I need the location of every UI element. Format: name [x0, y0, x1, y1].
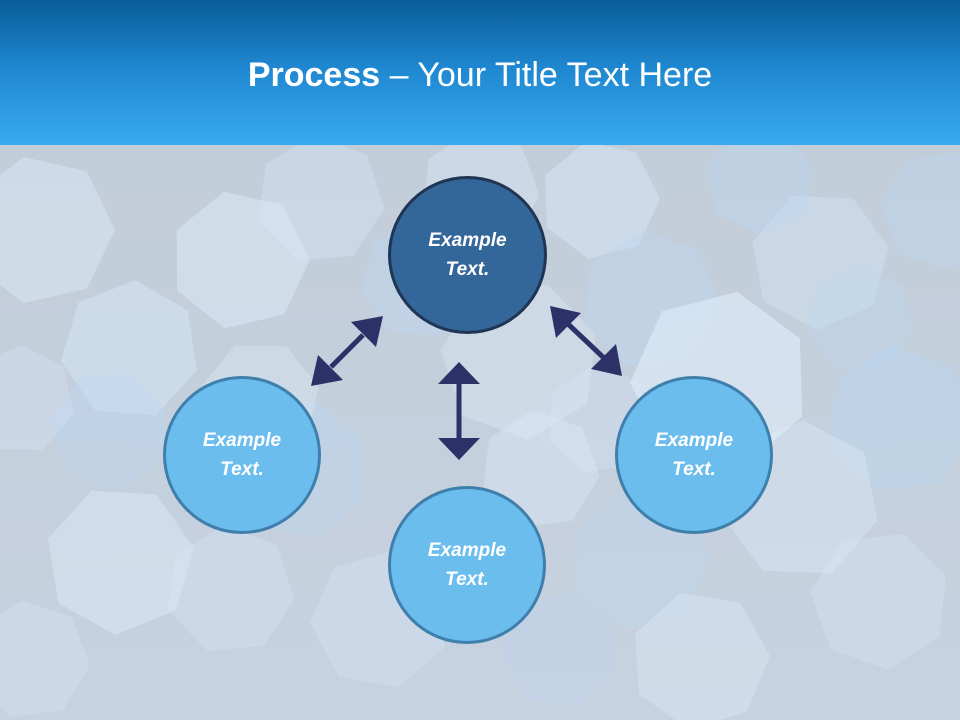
title-bold: Process — [247, 56, 381, 94]
bokeh-hexagon — [0, 345, 74, 450]
process-node-top: Example Text. — [388, 176, 547, 334]
bokeh-hexagon — [60, 280, 197, 416]
bokeh-hexagon — [545, 141, 660, 259]
bokeh-hexagon — [829, 345, 960, 491]
bokeh-hexagon — [500, 590, 616, 708]
double-arrow-top-right — [550, 306, 622, 376]
bokeh-hexagon — [0, 600, 90, 718]
bokeh-hexagon — [168, 525, 295, 651]
title-rest: – Your Title Text Here — [380, 56, 713, 94]
bokeh-hexagon — [752, 195, 889, 330]
double-arrow-top-left — [311, 316, 383, 386]
node-top-label: Example Text. — [428, 230, 507, 280]
process-node-right: Example Text. — [615, 376, 773, 534]
bokeh-hexagon — [806, 265, 914, 370]
header-band: Process – Your Title Text Here — [0, 0, 960, 145]
bokeh-hexagon — [50, 374, 168, 490]
bokeh-hexagon — [48, 490, 194, 635]
slide-title: Process – Your Title Text Here — [0, 52, 960, 98]
bokeh-hexagon — [258, 135, 385, 261]
bokeh-hexagon — [0, 156, 115, 304]
bokeh-hexagon — [176, 191, 310, 329]
process-node-bottom: Example Text. — [388, 486, 546, 644]
node-left-label: Example Text. — [202, 430, 282, 480]
bokeh-hexagon — [635, 592, 770, 720]
node-right-label: Example Text. — [654, 430, 734, 480]
bokeh-hexagon — [706, 129, 814, 235]
bokeh-hexagon — [810, 533, 946, 670]
bokeh-hexagon — [483, 410, 600, 527]
node-bottom-label: Example Text. — [427, 540, 507, 590]
bokeh-hexagon — [880, 153, 960, 270]
process-node-left: Example Text. — [163, 376, 321, 534]
double-arrow-vertical — [438, 362, 480, 460]
